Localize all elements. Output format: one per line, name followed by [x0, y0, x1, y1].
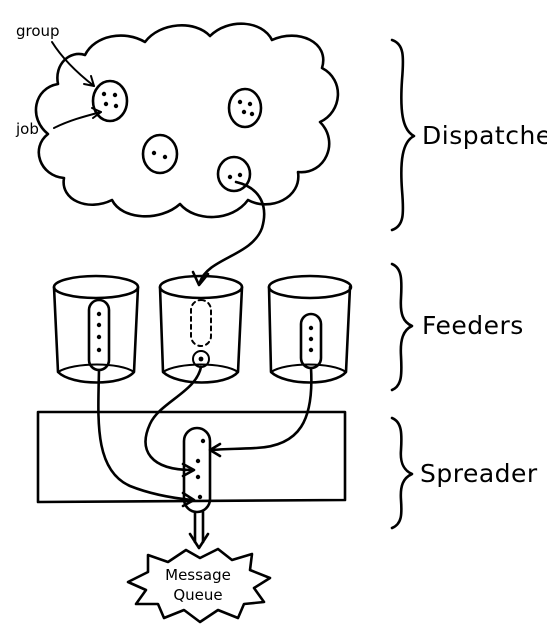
output-arrow: [188, 510, 210, 550]
message-queue-label-line2: Queue: [173, 586, 222, 604]
feeder-left: [52, 274, 140, 384]
middle-feeder-arrow: [144, 365, 203, 478]
spreader-brace: [390, 416, 414, 530]
job-group-3: [141, 133, 179, 175]
job-group-4: [216, 155, 252, 193]
spreader-label: Spreader: [420, 459, 538, 488]
job-label: job: [15, 120, 39, 138]
feeder-middle: [158, 274, 244, 384]
feeders-label: Feeders: [422, 311, 524, 340]
message-queue-label-line1: Message: [165, 566, 231, 584]
left-feeder-arrow: [97, 368, 196, 508]
dispatcher-label: Dispatcher: [422, 121, 547, 150]
feeder-right: [267, 274, 353, 384]
dispatch-arrow: [191, 180, 266, 287]
group-label: group: [16, 22, 60, 40]
group-pointer-arrow: [51, 41, 95, 87]
dispatcher-cloud: [34, 22, 340, 219]
spreader-box: [36, 410, 347, 504]
job-group-2: [227, 87, 263, 129]
job-group-1: [91, 79, 129, 123]
right-feeder-arrow: [208, 366, 313, 458]
job-pointer-arrow: [53, 107, 102, 129]
message-queue-burst: [126, 547, 272, 624]
dispatcher-brace: [390, 38, 416, 232]
feeders-brace: [390, 262, 414, 392]
